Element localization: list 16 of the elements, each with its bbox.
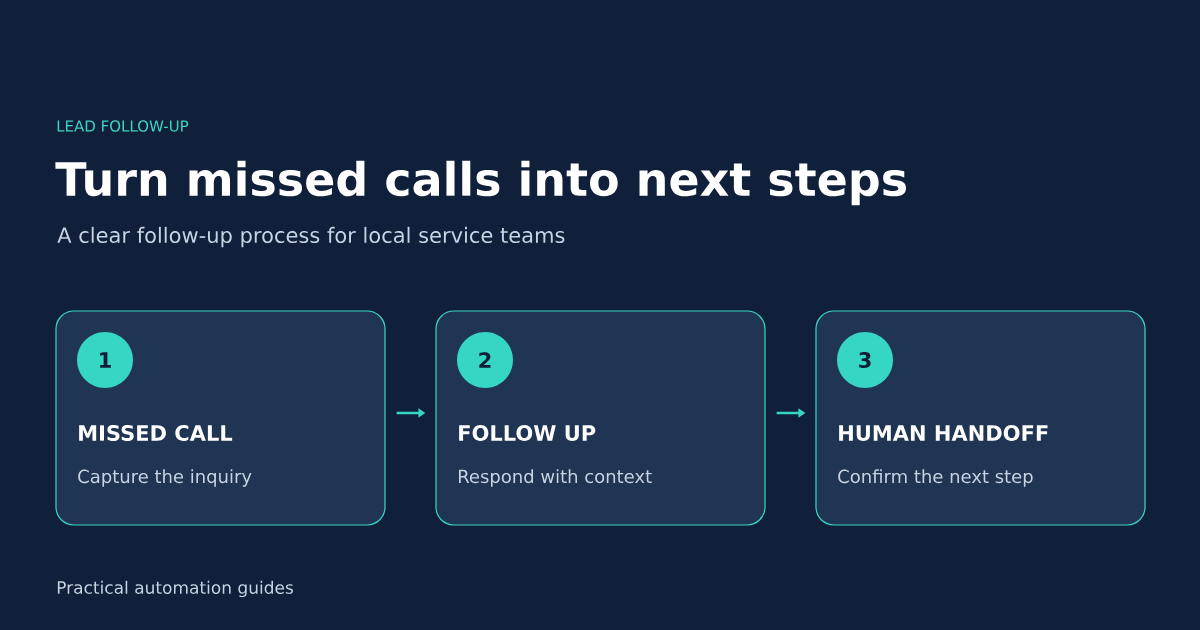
step-card [815, 310, 1146, 526]
step-number-badge: 3 [837, 332, 893, 388]
step-number-badge: 2 [457, 332, 513, 388]
step-description: Capture the inquiry [78, 469, 252, 487]
footer-text: Practical automation guides [57, 580, 293, 598]
step-title: FOLLOW UP [459, 425, 596, 441]
step-title: MISSED CALL [79, 425, 233, 441]
title: Turn missed calls into next steps [55, 160, 906, 206]
step-number-badge: 1 [77, 332, 133, 388]
step-description: Respond with context [459, 469, 652, 487]
step-description: Confirm the next step [838, 469, 1033, 487]
step-card [435, 310, 766, 526]
subtitle: A clear follow-up process for local service teams [57, 226, 565, 248]
kicker-text: LEAD FOLLOW-UP [57, 120, 189, 132]
step-card [55, 310, 386, 526]
step-title: HUMAN HANDOFF [839, 425, 1048, 441]
